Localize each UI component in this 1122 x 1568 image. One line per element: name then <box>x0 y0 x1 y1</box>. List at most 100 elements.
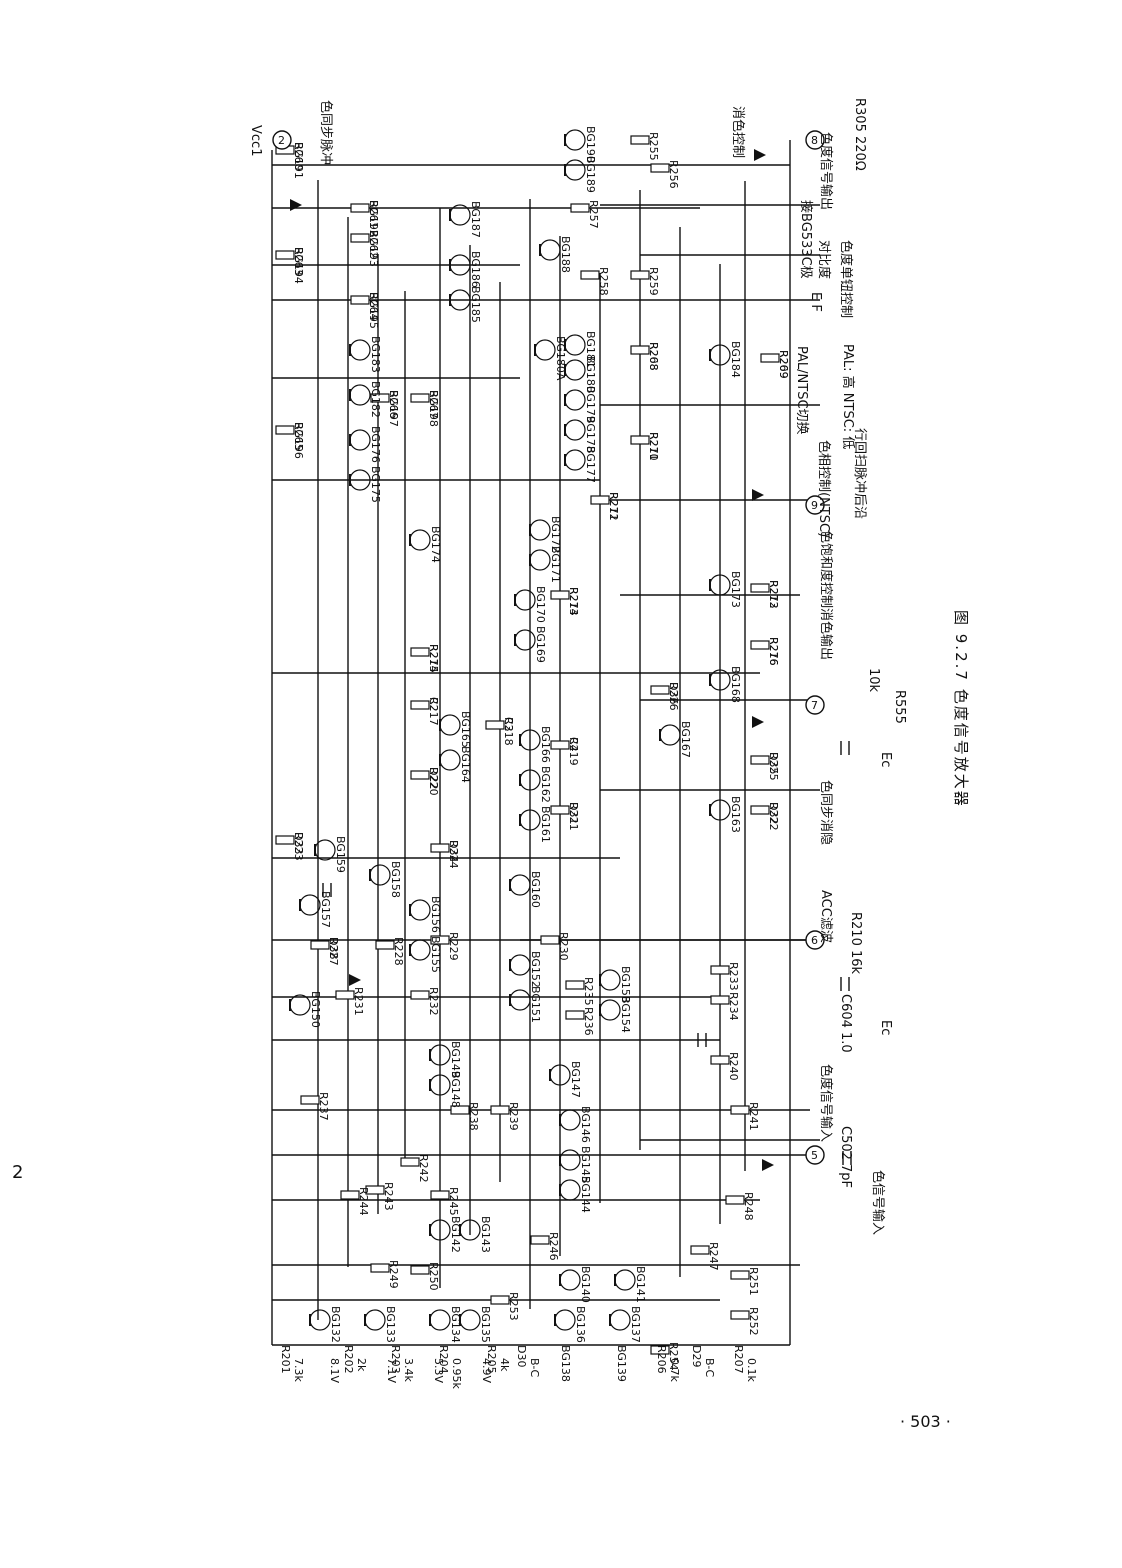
pin-p9-circle <box>805 495 825 515</box>
pin7-label: 色饱和度控制消色输出 <box>818 530 833 661</box>
resistor <box>400 1157 420 1167</box>
component-label: R257 <box>587 200 600 229</box>
left-ref-label: R204 <box>437 1345 450 1374</box>
component-label: R271 <box>607 492 620 521</box>
component-label: BG172 <box>549 516 562 553</box>
component-label: R268 <box>647 342 660 371</box>
component-label: R212 <box>607 492 620 521</box>
diode-symbol <box>762 1159 774 1171</box>
component-label: R230 <box>557 932 570 961</box>
component-label: BG198 <box>427 390 440 427</box>
component-label: BG148 <box>449 1071 462 1108</box>
component-label: BG168 <box>729 666 742 703</box>
component-label: R255 <box>647 132 660 161</box>
component-label: R215 <box>427 644 440 673</box>
transistor-symbol <box>409 529 431 551</box>
figure-caption: 图 9.2.7 色度信号放大器 <box>952 610 970 808</box>
component-label: BG145 <box>579 1146 592 1183</box>
component-label: R223 <box>292 832 305 861</box>
component-label: BG143 <box>479 1216 492 1253</box>
transistor-symbol <box>614 1269 636 1291</box>
resistor <box>410 1265 430 1275</box>
transistor-symbol <box>529 549 551 571</box>
transistor-symbol <box>559 1179 581 1201</box>
component-label: R238 <box>467 1102 480 1131</box>
resistor <box>410 770 430 780</box>
resistor <box>730 1270 750 1280</box>
pin-p2-number: 2 <box>278 134 285 147</box>
component-label: C2 <box>427 697 440 712</box>
pin5-source-label: 色信号输入 <box>870 1170 885 1236</box>
bg533-label: 接BG533C极 <box>798 200 813 279</box>
transistor-symbol <box>299 894 321 916</box>
resistor <box>450 1105 470 1115</box>
component-label: BG178 <box>584 416 597 453</box>
transistor-symbol <box>659 724 681 746</box>
component-label: BG186 <box>469 251 482 288</box>
diode-symbol <box>752 489 764 501</box>
component-label: R220 <box>427 767 440 796</box>
component-label: R228 <box>392 937 405 966</box>
resistor <box>275 835 295 845</box>
component-label: R254 <box>667 1342 680 1371</box>
component-label: BG188 <box>559 236 572 273</box>
component-label: BG140 <box>579 1266 592 1303</box>
pin5-cap-label: C502 7pF <box>838 1126 853 1189</box>
component-label: R265 <box>292 422 305 451</box>
component-label: BG195 <box>367 292 380 329</box>
left-ref-label: R207 <box>732 1345 745 1374</box>
transistor-symbol <box>349 429 371 451</box>
resistor <box>650 1345 670 1355</box>
resistor <box>410 700 430 710</box>
transistor-symbol <box>564 159 586 181</box>
component-label: R261 <box>367 200 380 229</box>
resistor <box>370 1263 390 1273</box>
component-label: BG156 <box>429 896 442 933</box>
resistor <box>340 1190 360 1200</box>
left-ref-label: D29 <box>690 1345 703 1367</box>
component-label: BG176 <box>369 426 382 463</box>
component-label: BG185 <box>469 286 482 323</box>
left-value-label: 4.9V <box>480 1358 493 1383</box>
resistor <box>550 740 570 750</box>
component-label: R241 <box>747 1102 760 1131</box>
transistor-symbol <box>564 389 586 411</box>
resistor <box>430 843 450 853</box>
component-label: BG193 <box>367 230 380 267</box>
resistor <box>630 435 650 445</box>
transistor-symbol <box>534 339 556 361</box>
component-label: BG153 <box>619 966 632 1003</box>
transistor-symbol <box>514 629 536 651</box>
component-label: BG174 <box>429 526 442 563</box>
transistor-symbol <box>609 1309 631 1331</box>
component-label: D36 <box>667 682 680 704</box>
resistor <box>490 1105 510 1115</box>
component-label: BG167 <box>679 721 692 758</box>
resistor <box>350 233 370 243</box>
left-ref-label: R203 <box>389 1345 402 1374</box>
pin7-pot-label: 10k <box>866 668 881 693</box>
component-label: R269 <box>777 350 790 379</box>
transistor-symbol <box>509 874 531 896</box>
transistor-symbol <box>564 359 586 381</box>
component-label: R226 <box>667 682 680 711</box>
resistor <box>300 1095 320 1105</box>
pin-p8-circle <box>805 130 825 150</box>
resistor <box>750 755 770 765</box>
component-label: R258 <box>597 267 610 296</box>
transistor-symbol <box>559 1109 581 1131</box>
pin6-cap-label: C604 1.0 <box>838 994 853 1053</box>
component-label: BG151 <box>529 986 542 1023</box>
component-label: R246 <box>547 1232 560 1261</box>
component-label: R227 <box>327 937 340 966</box>
component-label: BG144 <box>579 1176 592 1213</box>
component-label: R218 <box>502 717 515 746</box>
pin6-resistor-label: R210 16k <box>848 912 863 975</box>
component-label: R235 <box>582 977 595 1006</box>
resistor <box>710 995 730 1005</box>
diode-symbol <box>752 716 764 728</box>
component-label: C3 <box>502 717 515 732</box>
transistor-symbol <box>289 994 311 1016</box>
component-label: BG183 <box>369 336 382 373</box>
component-label: BG189 <box>584 156 597 193</box>
